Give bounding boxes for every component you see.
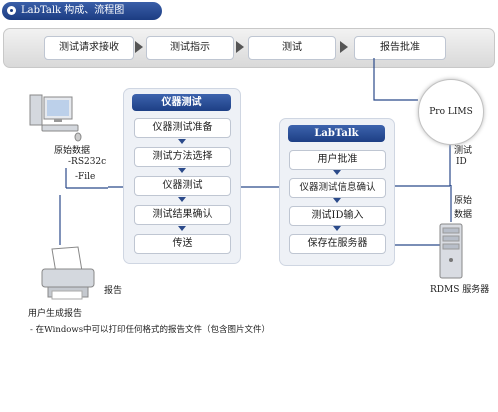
rdms-label: RDMS 服务器: [430, 285, 490, 295]
labtalk-step-3: 测试ID输入: [289, 206, 386, 226]
arrow-down-icon: [333, 198, 341, 203]
printer-icon: [41, 246, 95, 300]
rs232c-label: -RS232c: [68, 157, 107, 167]
arrow-right-icon: [340, 41, 348, 53]
user-report-label: 用户生成报告: [28, 309, 83, 319]
print-note: - 在Windows中可以打印任何格式的报告文件（包含图片文件）: [30, 325, 271, 335]
arrow-right-icon: [135, 41, 143, 53]
arrow-down-icon: [333, 226, 341, 231]
arrow-right-icon: [236, 41, 244, 53]
instrument-step-2: 测试方法选择: [134, 147, 231, 167]
raw-data-right-label-2: 数据: [454, 210, 473, 220]
flow-step-3: 测试: [248, 36, 336, 60]
arrow-down-icon: [178, 168, 186, 173]
instrument-step-4: 测试结果确认: [134, 205, 231, 225]
file-label: -File: [75, 172, 96, 182]
labtalk-step-1: 用户批准: [289, 150, 386, 170]
instrument-panel-header: 仪器测试: [132, 94, 231, 111]
arrow-down-icon: [178, 139, 186, 144]
test-id-label-1: 测试: [454, 146, 473, 156]
instrument-step-5: 传送: [134, 234, 231, 254]
raw-data-right-label-1: 原始: [454, 196, 473, 206]
arrow-down-icon: [178, 197, 186, 202]
flow-step-4: 报告批准: [354, 36, 446, 60]
instrument-step-3: 仪器测试: [134, 176, 231, 196]
pro-lims-node: Pro LIMS: [418, 79, 484, 145]
test-id-label-2: ID: [456, 157, 467, 167]
arrow-down-icon: [178, 226, 186, 231]
labtalk-panel-header: LabTalk: [288, 125, 385, 142]
labtalk-step-2: 仪器测试信息确认: [289, 178, 386, 198]
server-icon: [439, 223, 463, 279]
arrow-down-icon: [333, 170, 341, 175]
labtalk-step-4: 保存在服务器: [289, 234, 386, 254]
flow-step-1: 测试请求接收: [44, 36, 134, 60]
bullet-icon: [7, 6, 16, 15]
title-text: LabTalk 构成、流程图: [21, 5, 125, 16]
instrument-step-1: 仪器测试准备: [134, 118, 231, 138]
diagram-title: LabTalk 构成、流程图: [2, 2, 162, 20]
flow-step-2: 测试指示: [146, 36, 234, 60]
computer-icon: [29, 94, 82, 142]
raw-data-label: 原始数据: [54, 146, 91, 156]
report-label: 报告: [104, 286, 123, 296]
